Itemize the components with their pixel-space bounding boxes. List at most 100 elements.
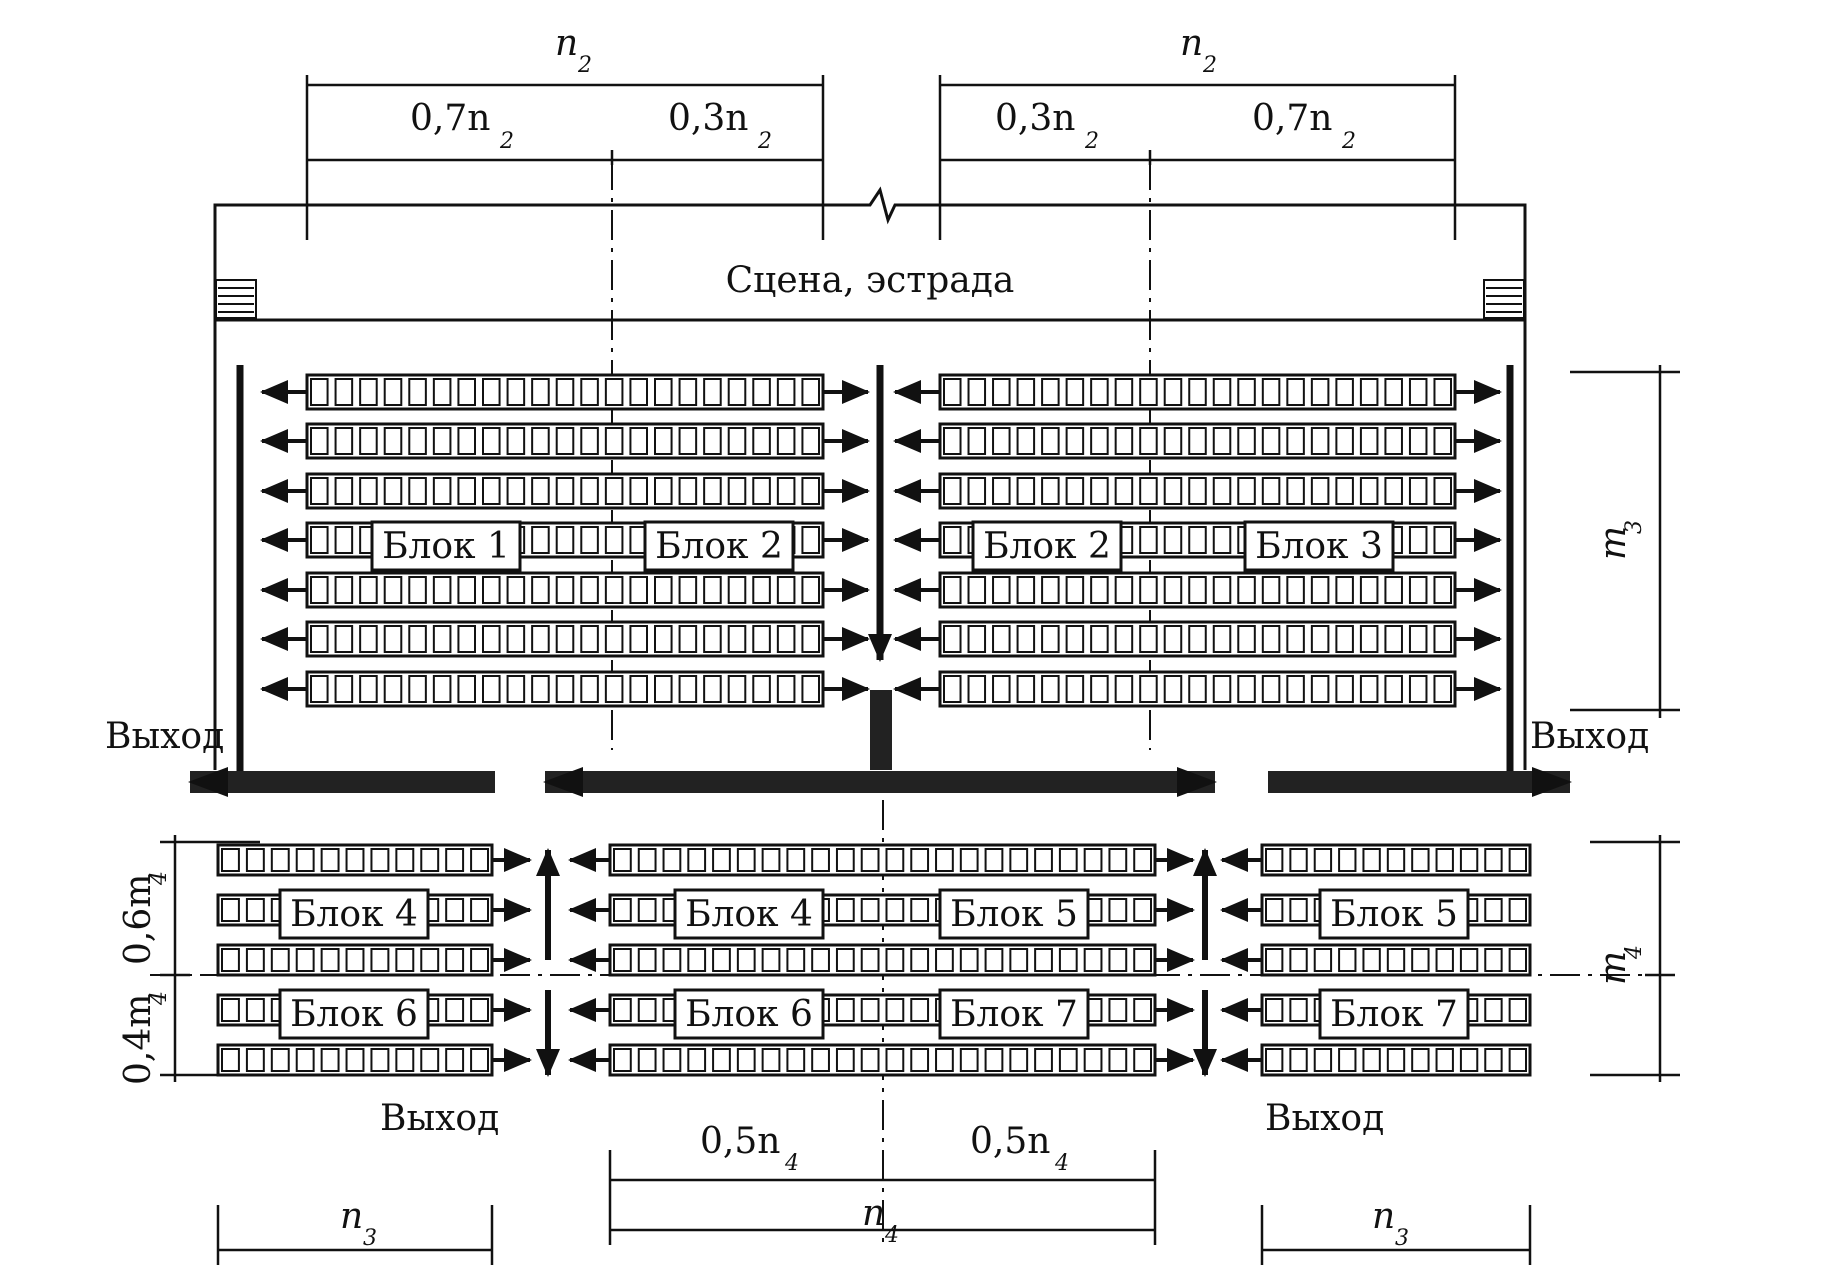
seat	[1359, 625, 1379, 653]
seat	[445, 848, 465, 872]
seat	[967, 477, 987, 505]
seat	[470, 848, 490, 872]
seat	[1265, 1048, 1284, 1072]
seat	[637, 998, 657, 1022]
seat	[761, 848, 781, 872]
seat	[1384, 378, 1403, 406]
seat	[1338, 948, 1357, 972]
seat	[334, 675, 354, 703]
seat	[432, 576, 452, 604]
seat	[786, 1048, 806, 1072]
seat	[334, 526, 354, 554]
seat	[1286, 576, 1305, 604]
seat-row	[938, 670, 1457, 708]
seat	[761, 1048, 781, 1072]
seat	[531, 378, 550, 406]
seat	[1435, 848, 1454, 872]
seat	[1384, 477, 1403, 505]
seat	[678, 576, 698, 604]
seat	[457, 477, 476, 505]
seat	[245, 998, 265, 1022]
seat	[1237, 625, 1256, 653]
exit-label-bottom-right: Выход	[1265, 1098, 1384, 1139]
exit-label-bottom-left: Выход	[380, 1098, 499, 1139]
seat	[835, 1048, 855, 1072]
seat	[967, 427, 987, 455]
seat	[629, 675, 649, 703]
seat	[334, 576, 354, 604]
seat	[320, 1048, 340, 1072]
seat	[992, 625, 1011, 653]
seat	[1408, 576, 1428, 604]
seat	[1508, 1048, 1527, 1072]
seat	[1163, 625, 1183, 653]
seat	[910, 898, 930, 922]
svg-text:2: 2	[1084, 129, 1099, 154]
block-3-label: Блок 3	[1243, 520, 1395, 572]
seat	[1090, 576, 1109, 604]
seat	[1163, 378, 1183, 406]
seat	[1286, 427, 1305, 455]
seat	[1286, 675, 1305, 703]
seat	[629, 625, 649, 653]
seat	[482, 625, 501, 653]
svg-text:Блок 2: Блок 2	[655, 526, 783, 567]
seat	[221, 1048, 240, 1072]
seat	[1289, 998, 1308, 1022]
seat	[370, 1048, 390, 1072]
block-2-label-left: Блок 2	[643, 520, 795, 572]
seat	[531, 625, 550, 653]
seat	[1508, 898, 1527, 922]
upper-aisle-arrows	[236, 365, 1514, 780]
seat	[1034, 848, 1053, 872]
svg-text:Блок 5: Блок 5	[1330, 894, 1458, 935]
seat	[334, 477, 354, 505]
seat	[1335, 378, 1354, 406]
seat	[1386, 848, 1406, 872]
seat	[245, 1048, 265, 1072]
seat	[984, 1048, 1004, 1072]
seat	[637, 848, 657, 872]
seat	[752, 378, 771, 406]
seat	[1139, 378, 1158, 406]
seat	[1133, 1048, 1153, 1072]
seat	[860, 848, 880, 872]
seat	[629, 378, 649, 406]
seat	[580, 526, 599, 554]
seat	[776, 427, 796, 455]
seat	[1090, 427, 1109, 455]
svg-text:3: 3	[1622, 520, 1647, 534]
seat	[935, 848, 954, 872]
seat	[604, 625, 624, 653]
svg-text:n: n	[862, 1193, 885, 1234]
seat	[613, 998, 632, 1022]
seat	[310, 675, 329, 703]
seat	[445, 998, 465, 1022]
seat	[1016, 576, 1036, 604]
dim-bottom-mid-b: 0,5n 4	[970, 1121, 1069, 1176]
seat	[1133, 898, 1153, 922]
svg-text:2: 2	[1341, 129, 1356, 154]
seat	[555, 378, 575, 406]
svg-text:Блок 2: Блок 2	[983, 526, 1111, 567]
seat	[1433, 526, 1453, 554]
seat	[1163, 576, 1183, 604]
seat	[1083, 1048, 1103, 1072]
seat	[320, 848, 340, 872]
seat	[1411, 848, 1430, 872]
seat	[1335, 675, 1354, 703]
seat	[1041, 378, 1060, 406]
dim-top-left-b: 0,3n 2	[668, 98, 772, 154]
seat	[221, 898, 240, 922]
seat	[1261, 675, 1281, 703]
seat	[687, 1048, 707, 1072]
seat	[1009, 948, 1029, 972]
dim-bottom-mid: n 4	[862, 1193, 899, 1248]
seat	[654, 625, 673, 653]
seat	[432, 378, 452, 406]
seat	[408, 477, 427, 505]
seat	[408, 675, 427, 703]
seat	[1139, 625, 1158, 653]
seat	[1362, 948, 1381, 972]
seat	[752, 576, 771, 604]
